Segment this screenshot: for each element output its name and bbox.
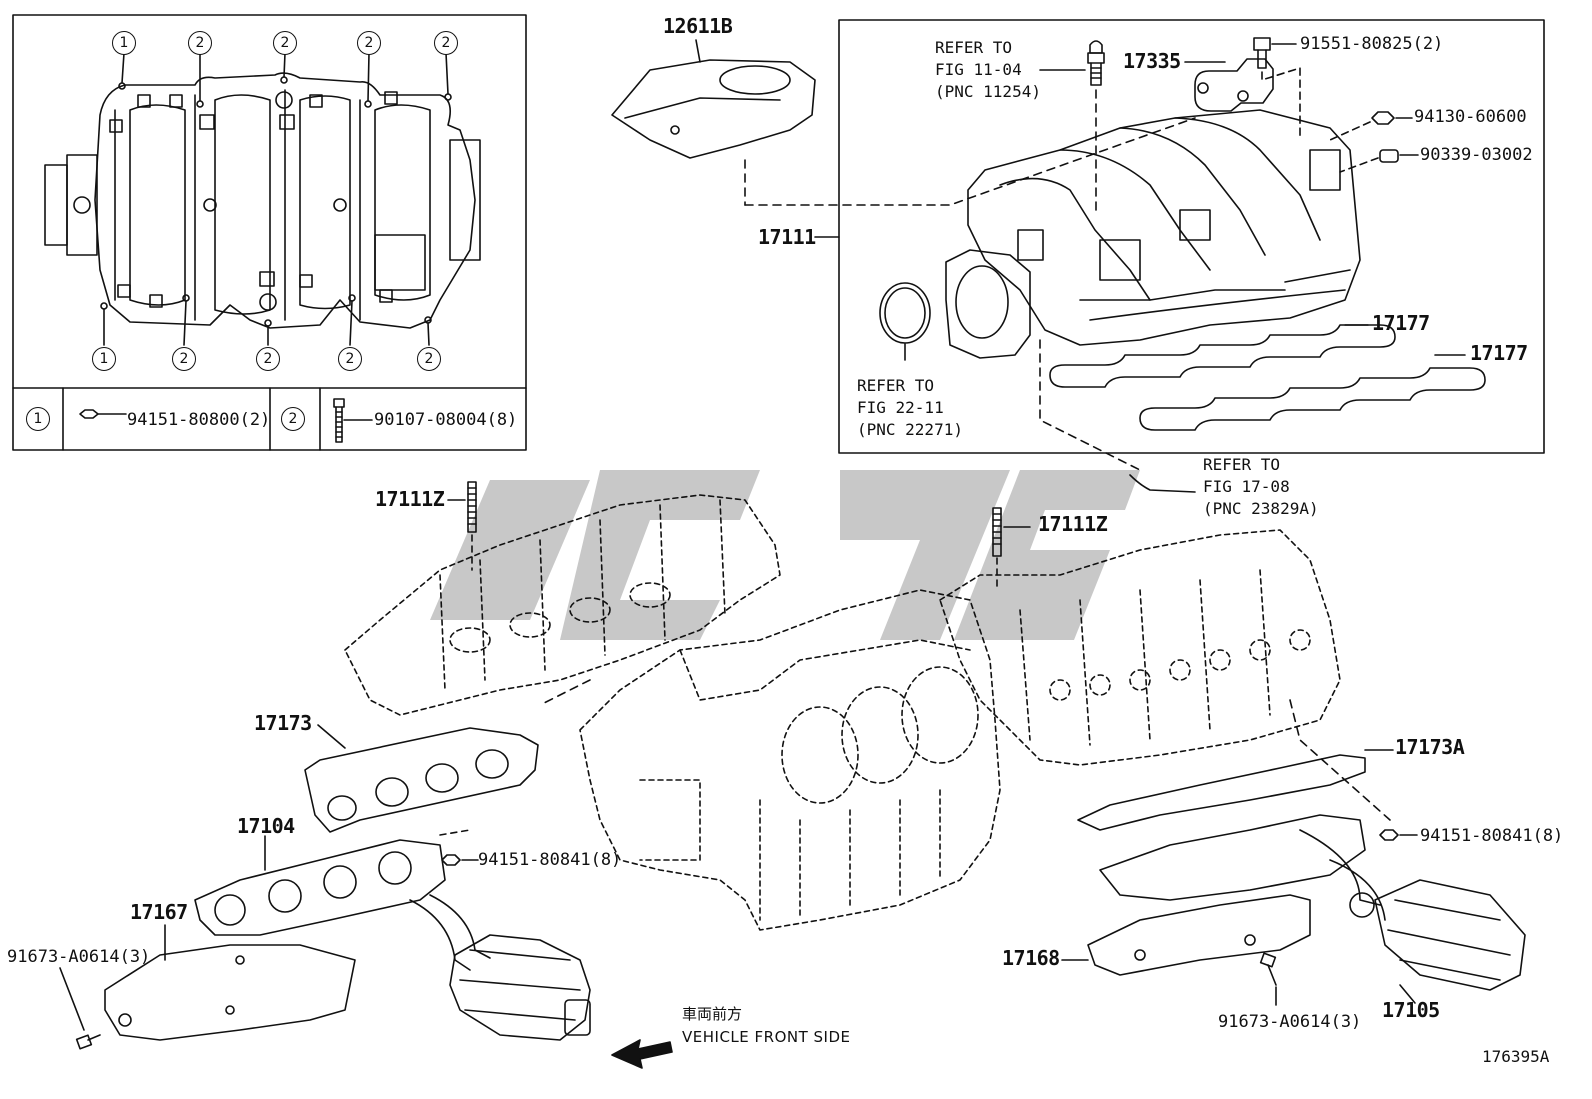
part-label-94151-80841-right[interactable]: 94151-80841(8)	[1420, 826, 1564, 846]
heat-insulator-17168	[1061, 894, 1311, 976]
engine-cover-12611B	[611, 39, 1196, 206]
callout-2: 2	[417, 347, 441, 371]
part-label-17335[interactable]: 17335	[1123, 49, 1181, 73]
gasket-17173	[304, 724, 539, 833]
inset-leaders	[100, 52, 452, 346]
intake-manifold-17111	[967, 109, 1361, 346]
throttle-flange	[945, 249, 1031, 359]
part-label-17168[interactable]: 17168	[1002, 946, 1060, 970]
ref-fig-17-08[interactable]: REFER TO FIG 17-08 (PNC 23829A)	[1203, 455, 1319, 518]
part-label-17177-upper[interactable]: 17177	[1372, 311, 1430, 335]
nut-94151-left-icon	[441, 854, 479, 866]
stud-bolt-icon	[1039, 40, 1105, 211]
intake-manifold-box	[814, 19, 1545, 471]
vehicle-front-label-jp: 車両前方	[682, 1005, 743, 1023]
callout-2: 2	[357, 31, 381, 55]
engine-block	[579, 589, 1001, 931]
part-label-94130-60600[interactable]: 94130-60600	[1414, 107, 1527, 127]
catalytic-converter-right	[1374, 879, 1526, 1004]
part-label-17105[interactable]: 17105	[1382, 998, 1440, 1022]
sensor-17335	[1184, 58, 1274, 112]
bolt-91673-right-icon	[1259, 952, 1277, 1006]
part-label-91673-A0614-right[interactable]: 91673-A0614(3)	[1218, 1012, 1362, 1032]
part-label-17111Z-left[interactable]: 17111Z	[375, 487, 445, 511]
callout-2: 2	[256, 347, 280, 371]
catalytic-converter-left	[449, 934, 591, 1041]
o-ring-gasket	[879, 282, 931, 361]
nut-94151-right-icon	[1379, 829, 1418, 841]
right-cylinder-head	[939, 529, 1341, 766]
bolt-91551-icon	[1253, 37, 1301, 141]
part-label-90339-03002[interactable]: 90339-03002	[1420, 145, 1533, 165]
part-label-17111[interactable]: 17111	[758, 225, 816, 249]
part-label-91551-80825[interactable]: 91551-80825(2)	[1300, 34, 1444, 54]
part-label-94151-80841-left[interactable]: 94151-80841(8)	[478, 850, 622, 870]
bolt-91673-left-icon	[59, 967, 101, 1050]
callout-1: 1	[112, 31, 136, 55]
part-label-12611B[interactable]: 12611B	[663, 14, 733, 38]
legend-item2-number: 2	[281, 407, 305, 431]
gasket-17173A	[1077, 749, 1394, 831]
callout-2: 2	[172, 347, 196, 371]
bolt-icon	[333, 398, 373, 443]
heat-insulator-17167	[104, 924, 356, 1041]
part-label-17111Z-right[interactable]: 17111Z	[1038, 512, 1108, 536]
ref-fig-22-11[interactable]: REFER TO FIG 22-11 (PNC 22271)	[857, 376, 963, 439]
callout-2: 2	[434, 31, 458, 55]
figure-number: 176395A	[1482, 1047, 1550, 1066]
nut-94130-icon	[1329, 111, 1413, 141]
legend-item1-number: 1	[26, 407, 50, 431]
part-label-91673-A0614-left[interactable]: 91673-A0614(3)	[7, 947, 151, 967]
gasket-17177-upper	[1049, 324, 1396, 388]
part-label-17167[interactable]: 17167	[130, 900, 188, 924]
ref-fig-11-04[interactable]: REFER TO FIG 11-04 (PNC 11254)	[935, 38, 1041, 101]
manifold-plan-outline	[94, 72, 476, 329]
gasket-17177-lower	[1139, 354, 1486, 431]
part-label-17173A[interactable]: 17173A	[1395, 735, 1465, 759]
left-cylinder-head	[344, 494, 781, 716]
callout-2: 2	[338, 347, 362, 371]
vehicle-front-label: VEHICLE FRONT SIDE	[682, 1028, 851, 1046]
part-label-17104[interactable]: 17104	[237, 814, 295, 838]
watermark-logo	[430, 470, 1140, 640]
stud-17111Z-right	[992, 507, 1031, 591]
callout-1: 1	[92, 347, 116, 371]
legend-item1-part[interactable]: 94151-80800(2)	[127, 410, 271, 430]
part-label-17173[interactable]: 17173	[254, 711, 312, 735]
callout-2: 2	[273, 31, 297, 55]
pin-90339-icon	[1339, 149, 1419, 173]
exhaust-manifold-17105	[1099, 814, 1386, 921]
manifold-top-view-inset	[12, 14, 527, 451]
callout-2: 2	[188, 31, 212, 55]
vehicle-front-arrow-icon	[611, 1039, 673, 1069]
part-label-17177-lower[interactable]: 17177	[1470, 341, 1528, 365]
legend-item2-part[interactable]: 90107-08004(8)	[374, 410, 518, 430]
nut-icon	[79, 409, 127, 419]
stud-17111Z-left	[447, 481, 477, 571]
hose-to-fig-17-08	[1129, 474, 1196, 493]
